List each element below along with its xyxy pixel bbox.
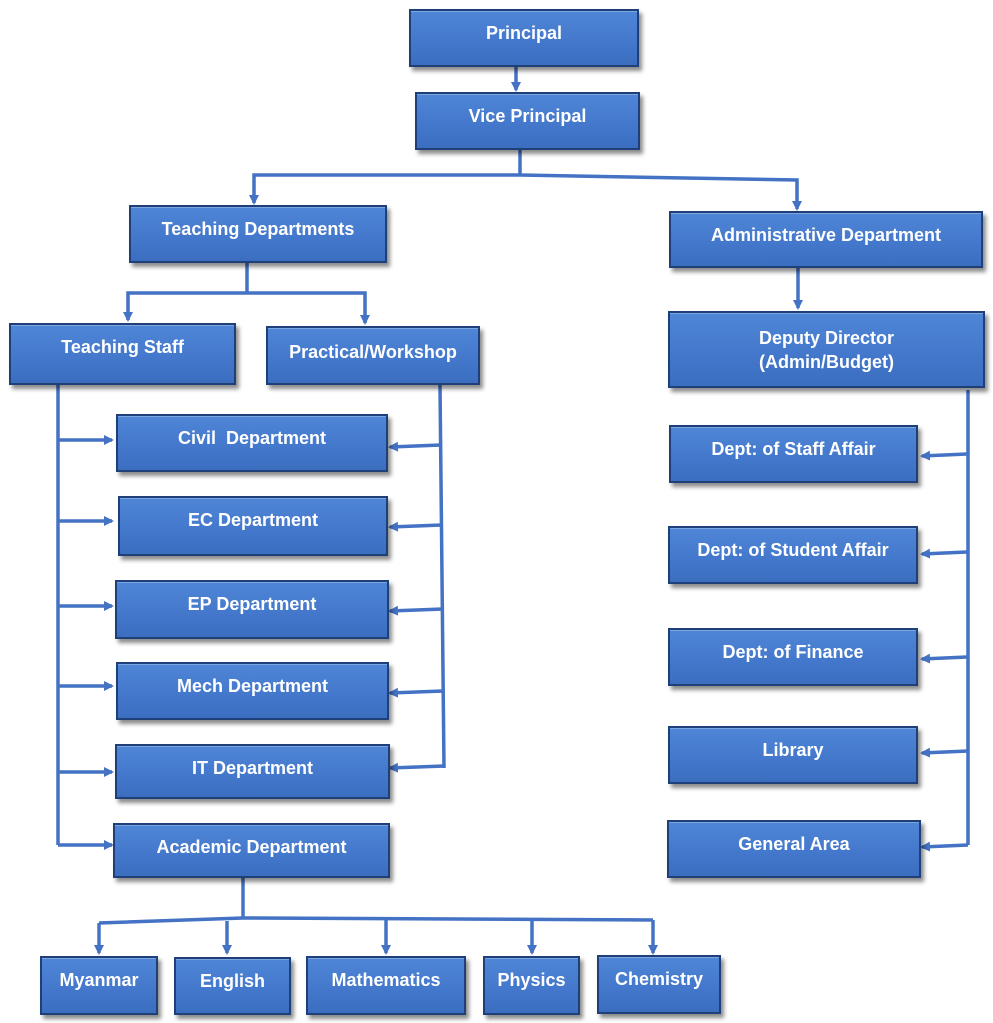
principal-box: Principal	[409, 9, 639, 67]
arrow-deputy-library	[920, 747, 969, 758]
general-area-box: General Area	[667, 820, 921, 878]
arrow-deputy-staff	[920, 450, 968, 461]
academic-department-box: Academic Department	[113, 823, 390, 878]
physics-box: Physics	[483, 956, 580, 1015]
library-box: Library	[668, 726, 918, 784]
teaching-staff-box: Teaching Staff	[9, 323, 236, 385]
ec-department-box: EC Department	[118, 496, 388, 556]
arrow-vice-admin	[519, 173, 802, 211]
arrow-teaching-practical	[247, 291, 370, 325]
arrow-teaching-staff	[123, 291, 247, 322]
arrow-practical-civil	[388, 441, 442, 452]
myanmar-box: Myanmar	[40, 956, 158, 1015]
arrow-deputy-finance	[920, 653, 968, 664]
mathematics-box: Mathematics	[306, 956, 466, 1015]
arrow-deputy-student	[920, 548, 968, 559]
chemistry-box: Chemistry	[597, 955, 721, 1014]
teaching-departments-box: Teaching Departments	[129, 205, 387, 263]
administrative-department-box: Administrative Department	[669, 211, 983, 268]
arrow-vice-teaching	[249, 173, 520, 205]
arrow-practical-it	[388, 762, 445, 773]
arrow-practical-ep	[388, 605, 444, 616]
ep-department-box: EP Department	[115, 580, 389, 639]
arrow-practical-ec	[388, 521, 443, 532]
deputy-director-box: Deputy Director (Admin/Budget)	[668, 311, 985, 388]
finance-box: Dept: of Finance	[668, 628, 918, 686]
line-academic-bus	[98, 916, 654, 925]
it-department-box: IT Department	[115, 744, 390, 799]
mech-department-box: Mech Department	[116, 662, 389, 720]
staff-affair-box: Dept: of Staff Affair	[669, 425, 918, 483]
practical-workshop-box: Practical/Workshop	[266, 326, 480, 385]
arrow-deputy-general	[920, 841, 969, 852]
english-box: English	[174, 957, 291, 1015]
vice-principal-box: Vice Principal	[415, 92, 640, 150]
line-practical-spine	[438, 384, 446, 769]
arrow-practical-mech	[388, 687, 444, 698]
civil-department-box: Civil Department	[116, 414, 388, 472]
student-affair-box: Dept: of Student Affair	[668, 526, 918, 584]
